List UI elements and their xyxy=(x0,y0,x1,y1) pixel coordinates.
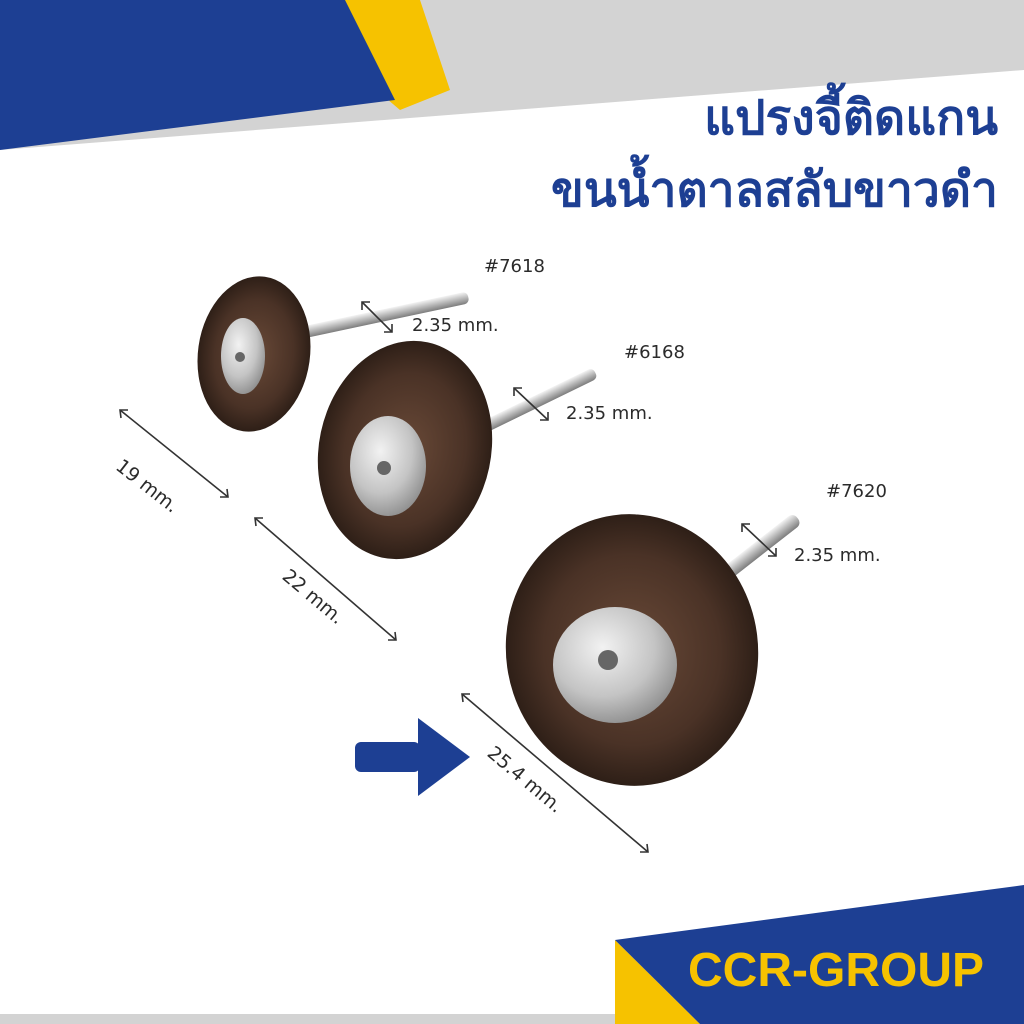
brush-7620-screw xyxy=(598,650,618,670)
dimension-arrow-icon xyxy=(119,301,777,853)
title-line-2: ขนน้ำตาลสลับขาวดำ xyxy=(551,162,998,218)
brush-6168 xyxy=(317,340,597,560)
shaft-size-7618: 2.35 mm. xyxy=(412,315,499,336)
product-code-7618: #7618 xyxy=(484,256,545,277)
brush-7618-screw xyxy=(235,352,245,362)
bottom-navy-band xyxy=(615,885,1024,1024)
product-code-6168: #6168 xyxy=(624,342,685,363)
title-line-1: แปรงจี้ติดแกน xyxy=(704,90,998,146)
shaft-size-6168: 2.35 mm. xyxy=(566,403,653,424)
brush-7618-shaft xyxy=(257,292,469,347)
shaft-size-7620: 2.35 mm. xyxy=(794,545,881,566)
brush-7620 xyxy=(505,514,800,786)
pointer-arrow-icon xyxy=(355,718,470,796)
brush-6168-shaft xyxy=(473,369,597,436)
product-code-7620: #7620 xyxy=(826,481,887,502)
brand-logo-text: CCR-GROUP xyxy=(688,944,984,997)
brush-6168-screw xyxy=(377,461,391,475)
top-navy-band xyxy=(0,0,395,150)
brush-7618 xyxy=(197,276,469,432)
